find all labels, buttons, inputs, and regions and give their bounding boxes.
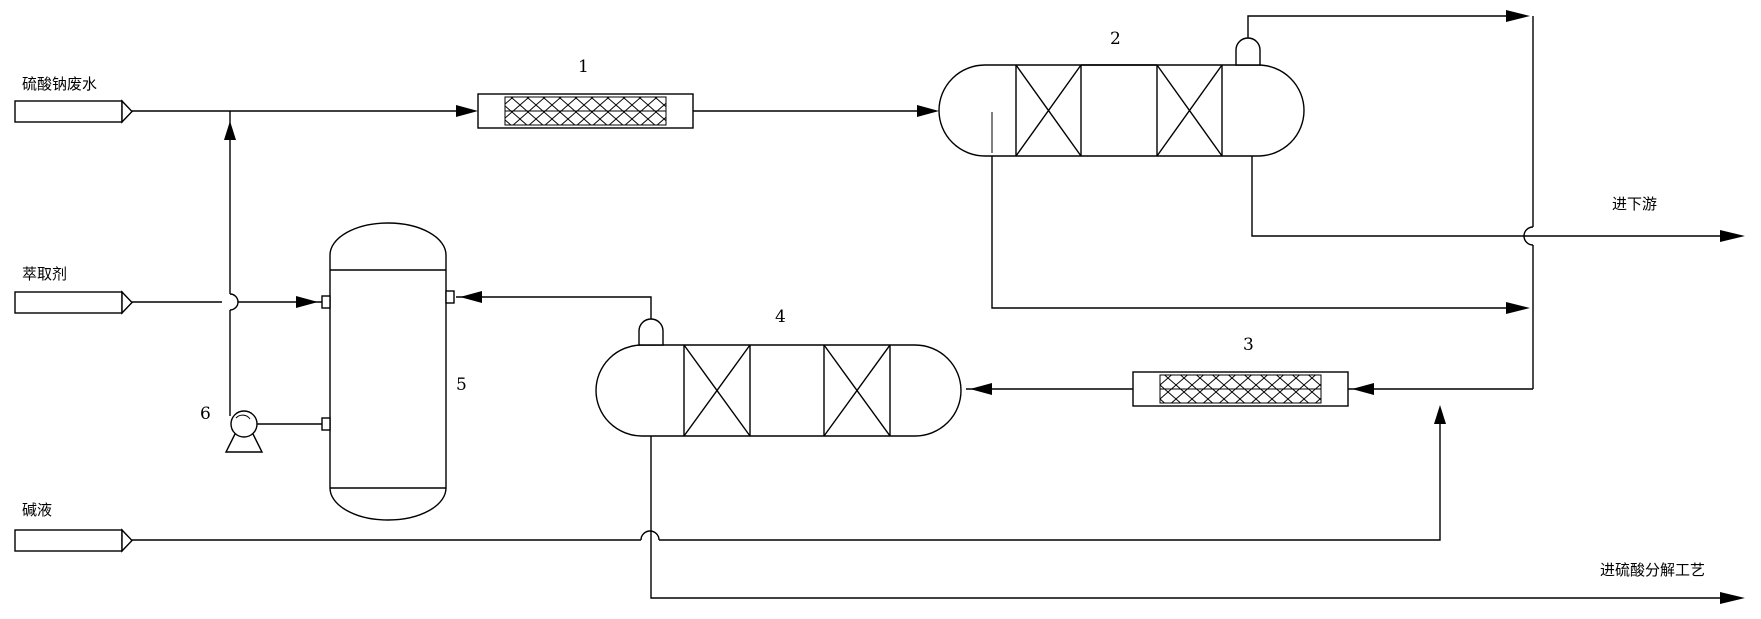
label-to-sulfuric-acid-decomposition: 进硫酸分解工艺 [1600,561,1706,579]
feed-nozzle-alkali [14,528,133,553]
number-mixer-1: 1 [578,57,589,77]
label-to-downstream: 进下游 [1612,195,1658,213]
feed-nozzle-extractant [14,290,133,315]
label-alkali-liquor: 碱液 [22,501,53,519]
feed-nozzle-wastewater [14,99,133,124]
number-column-2: 2 [1110,29,1121,49]
extraction-column-2 [938,37,1305,157]
label-extractant: 萃取剂 [22,265,68,283]
pump-6 [224,410,264,453]
storage-tank-5 [321,222,455,521]
static-mixer-3 [1132,371,1349,407]
flow-arrows [224,10,1745,604]
static-mixer-1 [477,93,694,129]
pipelines [132,15,1740,599]
back-extraction-column-4 [595,318,962,437]
number-column-4: 4 [775,307,786,327]
label-sodium-sulfate-wastewater: 硫酸钠废水 [22,75,98,93]
number-mixer-3: 3 [1243,335,1254,355]
number-pump-6: 6 [200,404,211,424]
number-tank-5: 5 [456,375,467,395]
